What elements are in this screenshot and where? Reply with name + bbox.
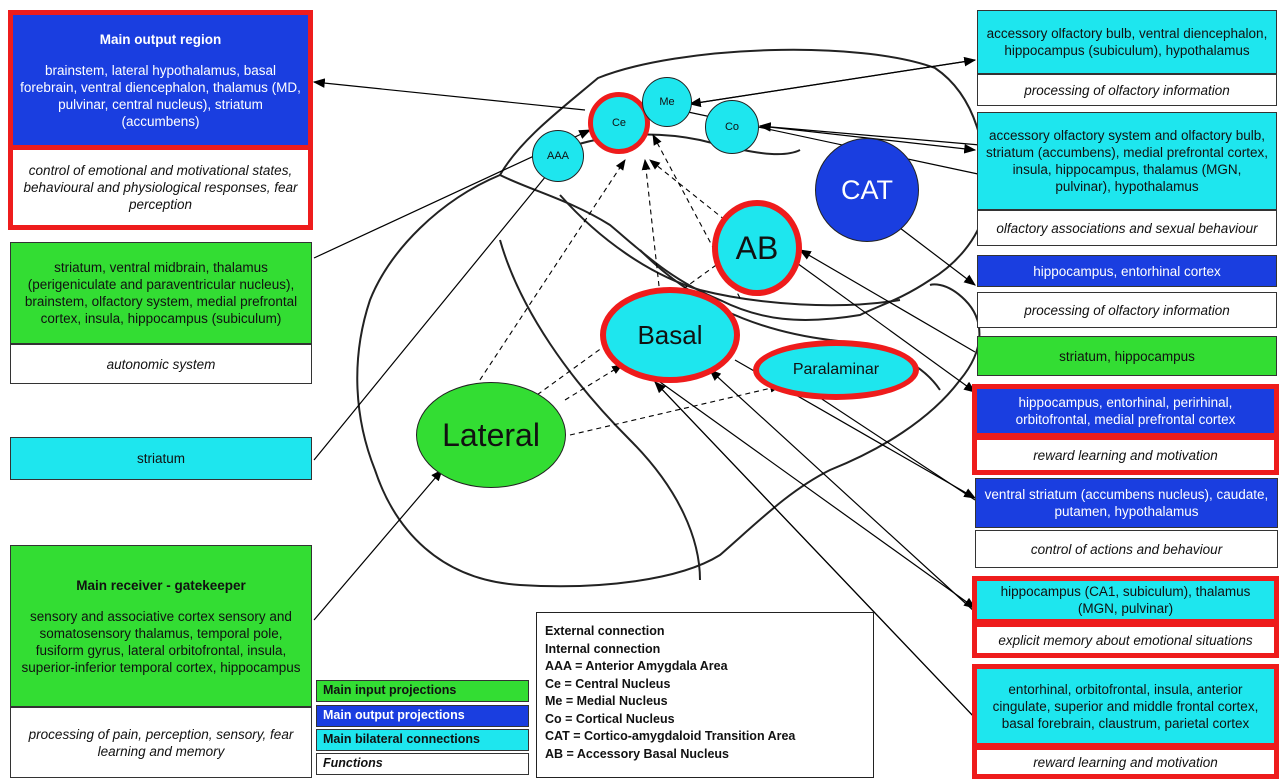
legend-co: Co = Cortical Nucleus xyxy=(545,711,675,726)
input-green-function: autonomic system xyxy=(10,344,312,384)
r1-function: processing of olfactory information xyxy=(977,74,1277,106)
legend: External connection Internal connection … xyxy=(536,612,874,778)
r8-function: reward learning and motivation xyxy=(972,745,1279,779)
r8-box: entorhinal, orbitofrontal, insula, anter… xyxy=(972,664,1279,748)
r5-function: reward learning and motivation xyxy=(972,435,1279,475)
main-output-function: control of emotional and motivational st… xyxy=(8,150,313,230)
r1-box: accessory olfactory bulb, ventral dience… xyxy=(977,10,1277,74)
r6-function: control of actions and behaviour xyxy=(975,530,1278,568)
node-cat: CAT xyxy=(815,138,919,242)
legend-ce: Ce = Central Nucleus xyxy=(545,676,671,691)
node-ab: AB xyxy=(712,200,802,296)
legend-me: Me = Medial Nucleus xyxy=(545,694,668,708)
r4-box: striatum, hippocampus xyxy=(977,336,1277,376)
input-green-box: striatum, ventral midbrain, thalamus (pe… xyxy=(10,242,312,344)
node-ce: Ce xyxy=(588,92,650,154)
r6-box: ventral striatum (accumbens nucleus), ca… xyxy=(975,478,1278,528)
main-output-box: Main output region brainstem, lateral hy… xyxy=(8,10,313,150)
r5-box: hippocampus, entorhinal, perirhinal, orb… xyxy=(972,384,1279,438)
r7-box: hippocampus (CA1, subiculum), thalamus (… xyxy=(972,576,1279,624)
gatekeeper-function: processing of pain, perception, sensory,… xyxy=(10,707,312,778)
gatekeeper-title: Main receiver - gatekeeper xyxy=(76,577,246,593)
key-functions: Functions xyxy=(316,753,529,775)
gatekeeper-text: sensory and associative cortex sensory a… xyxy=(21,608,301,675)
r7-function: explicit memory about emotional situatio… xyxy=(972,622,1279,658)
main-output-title: Main output region xyxy=(99,31,222,47)
node-me: Me xyxy=(642,77,692,127)
node-aaa: AAA xyxy=(532,130,584,182)
legend-external: External connection xyxy=(545,624,665,638)
main-output-text: brainstem, lateral hypothalamus, basal f… xyxy=(20,62,301,129)
r2-box: accessory olfactory system and olfactory… xyxy=(977,112,1277,210)
r2-function: olfactory associations and sexual behavi… xyxy=(977,210,1277,246)
key-output: Main output projections xyxy=(316,705,529,727)
legend-internal: Internal connection xyxy=(545,641,661,656)
gatekeeper-box: Main receiver - gatekeeper sensory and a… xyxy=(10,545,312,707)
r3-box: hippocampus, entorhinal cortex xyxy=(977,255,1277,287)
striatum-box: striatum xyxy=(10,437,312,480)
node-lateral: Lateral xyxy=(416,382,566,488)
legend-cat: CAT = Cortico-amygdaloid Transition Area xyxy=(545,729,796,743)
key-bilateral: Main bilateral connections xyxy=(316,729,529,751)
r3-function: processing of olfactory information xyxy=(977,292,1277,328)
node-basal: Basal xyxy=(600,287,740,383)
legend-aaa: AAA = Anterior Amygdala Area xyxy=(545,659,728,673)
node-paralaminar: Paralaminar xyxy=(753,340,919,400)
node-co: Co xyxy=(705,100,759,154)
key-input: Main input projections xyxy=(316,680,529,702)
legend-ab: AB = Accessory Basal Nucleus xyxy=(545,746,730,761)
